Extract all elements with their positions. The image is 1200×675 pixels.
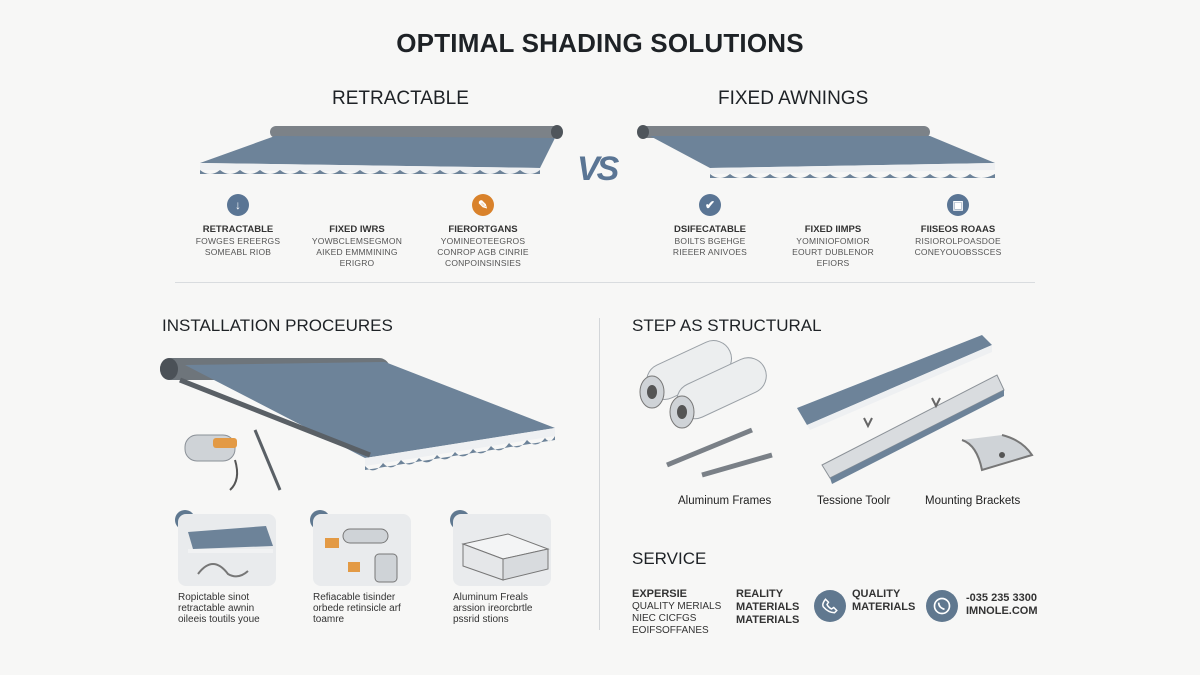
fixed-awning-illustration bbox=[637, 125, 995, 178]
versus-label: VS bbox=[577, 150, 619, 188]
retractable-awning-illustration bbox=[200, 125, 563, 174]
service-expertise: EXPERSIE QUALITY MERIALS NIEC CICFGS EOI… bbox=[632, 588, 722, 636]
whatsapp-icon bbox=[926, 590, 958, 622]
service-heading: SERVICE bbox=[632, 549, 707, 568]
feature-fixed-iimps: FIXED IIMPS YOMINIOFOMIOR EOURT DUBLENOR… bbox=[758, 194, 908, 269]
feature-dsifecatable: ✔ DSIFECATABLE BOILTS BGEHGE RIEEER ANIV… bbox=[635, 194, 785, 258]
arrow-down-icon: ↓ bbox=[227, 194, 249, 216]
blank-icon bbox=[346, 194, 368, 216]
phone-icon bbox=[814, 590, 846, 622]
fixed-awnings-heading: FIXED AWNINGS bbox=[718, 88, 869, 109]
structural-heading: STEP AS STRUCTURAL bbox=[632, 316, 822, 335]
feature-retractable: ↓ RETRACTABLE FOWGES EREERGS SOMEABL RIO… bbox=[163, 194, 313, 258]
retractable-heading: RETRACTABLE bbox=[332, 88, 469, 109]
part-label-mounting-brackets: Mounting Brackets bbox=[925, 495, 1021, 507]
feature-fiiseos-roaas: ▣ FIISEOS ROAAS RISIOROLPOASDOE CONEYOUO… bbox=[883, 194, 1033, 258]
step-3-image bbox=[453, 514, 551, 586]
contact-info: -035 235 3300 IMNOLE.COM bbox=[966, 592, 1038, 618]
tag-icon: ▣ bbox=[947, 194, 969, 216]
page-title: OPTIMAL SHADING SOLUTIONS bbox=[396, 28, 804, 58]
structural-parts-illustration bbox=[639, 335, 1034, 484]
installation-awning-illustration bbox=[160, 358, 555, 491]
part-label-tension-tool: Tessione Toolr bbox=[817, 495, 891, 507]
service-reality: REALITY MATERIALS MATERIALS bbox=[736, 588, 800, 626]
part-label-aluminum-frames: Aluminum Frames bbox=[678, 495, 772, 507]
installation-heading: INSTALLATION PROCEURES bbox=[162, 316, 393, 335]
step-4-image bbox=[313, 514, 411, 586]
pencil-icon: ✎ bbox=[472, 194, 494, 216]
blank-icon bbox=[822, 194, 844, 216]
service-quality: QUALITY MATERIALS bbox=[852, 588, 916, 613]
feature-fierortgans: ✎ FIERORTGANS YOMINEOTEEGROS CONROP AGB … bbox=[408, 194, 558, 269]
horizontal-divider bbox=[175, 282, 1035, 283]
contact-website[interactable]: IMNOLE.COM bbox=[966, 605, 1038, 617]
feature-fixed-iwrs: FIXED IWRS YOWBCLEMSEGMON AIKED EMMMININ… bbox=[282, 194, 432, 269]
step-1-image bbox=[178, 514, 276, 586]
vertical-divider bbox=[599, 318, 600, 630]
check-icon: ✔ bbox=[699, 194, 721, 216]
contact-phone[interactable]: -035 235 3300 bbox=[966, 592, 1037, 604]
